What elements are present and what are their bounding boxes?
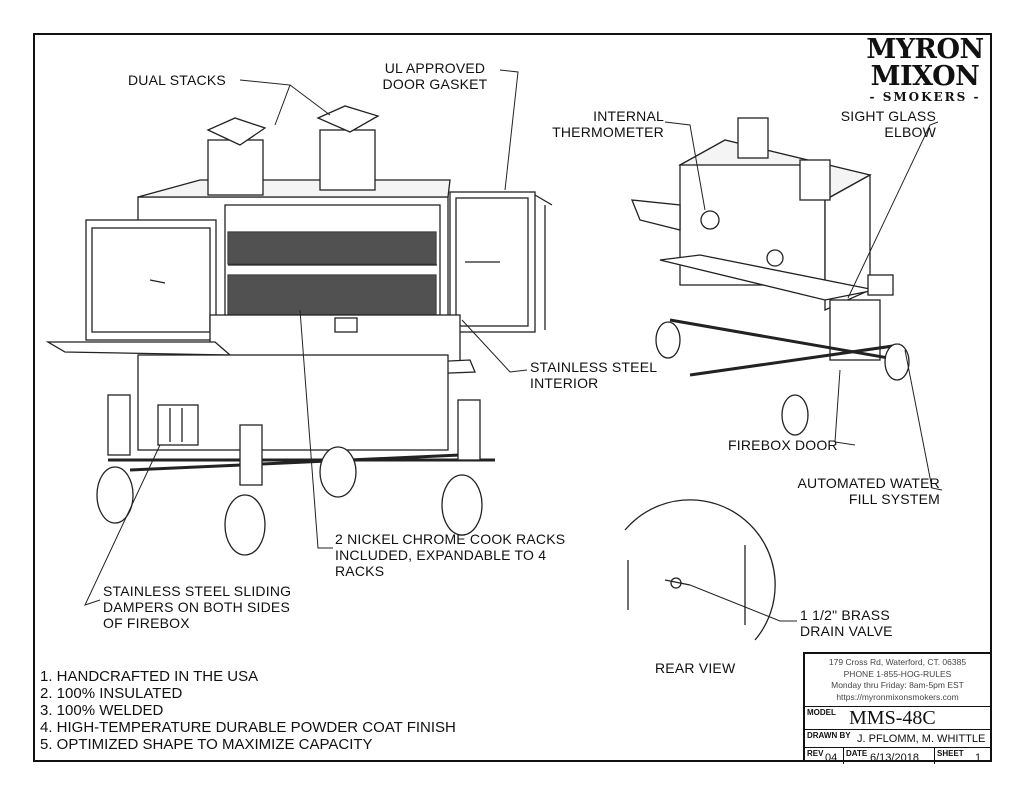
callout-line: RACKS bbox=[335, 563, 385, 579]
website: https://myronmixonsmokers.com bbox=[836, 691, 959, 702]
sheet-value: 1 bbox=[975, 752, 982, 764]
feature-item: 4. HIGH-TEMPERATURE DURABLE POWDER COAT … bbox=[40, 719, 456, 736]
callout-dual-stacks: DUAL STACKS bbox=[128, 72, 226, 88]
feature-list: 1. HANDCRAFTED IN THE USA 2. 100% INSULA… bbox=[40, 668, 456, 753]
myron-mixon-logo: MYRON MIXON - SMOKERS - bbox=[864, 36, 986, 104]
callout-sight-glass: SIGHT GLASS ELBOW bbox=[800, 108, 936, 140]
callout-line: THERMOMETER bbox=[552, 124, 664, 140]
sheet-label: SHEET bbox=[937, 749, 964, 758]
callout-line: STAINLESS STEEL SLIDING bbox=[103, 583, 292, 599]
callout-line: 2 NICKEL CHROME COOK RACKS bbox=[335, 531, 566, 547]
date-value: 6/13/2018 bbox=[870, 752, 919, 764]
company-info: 179 Cross Rd, Waterford, CT. 06385 PHONE… bbox=[805, 654, 990, 707]
rear-view-detail bbox=[624, 499, 776, 641]
callout-cook-racks: 2 NICKEL CHROME COOK RACKS INCLUDED, EXP… bbox=[335, 531, 565, 579]
model-value: MMS-48C bbox=[849, 707, 936, 729]
logo-line3: - SMOKERS - bbox=[869, 90, 981, 104]
callout-drain-valve: 1 1/2" BRASS DRAIN VALVE bbox=[800, 607, 893, 639]
callout-line: DRAIN VALVE bbox=[800, 623, 893, 639]
date-cell: DATE 6/13/2018 bbox=[844, 748, 935, 764]
model-label: MODEL bbox=[807, 708, 836, 717]
callout-line: 1 1/2" BRASS bbox=[800, 607, 890, 623]
callout-line: DAMPERS ON BOTH SIDES bbox=[103, 599, 291, 615]
callout-line: SIGHT GLASS bbox=[840, 108, 936, 124]
date-label: DATE bbox=[846, 749, 868, 758]
callout-interior: STAINLESS STEEL INTERIOR bbox=[530, 359, 657, 391]
callout-line: DOOR GASKET bbox=[382, 76, 488, 92]
callout-line: INCLUDED, EXPANDABLE TO 4 bbox=[335, 547, 547, 563]
callout-door-gasket: UL APPROVED DOOR GASKET bbox=[370, 60, 500, 92]
feature-item: 5. OPTIMIZED SHAPE TO MAXIMIZE CAPACITY bbox=[40, 736, 373, 753]
front-view-smoker bbox=[45, 105, 553, 556]
rev-cell: REV 04 bbox=[805, 748, 844, 764]
callout-line: ELBOW bbox=[884, 124, 936, 140]
callout-dampers: STAINLESS STEEL SLIDING DAMPERS ON BOTH … bbox=[103, 583, 291, 631]
phone: PHONE 1-855-HOG-RULES bbox=[843, 668, 952, 679]
feature-item: 3. 100% WELDED bbox=[40, 702, 164, 719]
callout-line: UL APPROVED bbox=[384, 60, 486, 76]
callout-line: OF FIREBOX bbox=[103, 615, 190, 631]
model-row: MODEL MMS-48C bbox=[805, 707, 990, 730]
rev-value: 04 bbox=[825, 752, 838, 764]
drawn-by-value: J. PFLOMM, M. WHITTLE bbox=[857, 733, 986, 745]
leader-lines bbox=[84, 69, 943, 622]
callout-line: INTERNAL bbox=[593, 108, 664, 124]
sheet-border bbox=[33, 33, 992, 762]
logo-line2: MIXON bbox=[870, 61, 980, 92]
sheet-cell: SHEET 1 bbox=[935, 748, 990, 764]
callout-internal-thermometer: INTERNAL THERMOMETER bbox=[540, 108, 664, 140]
hours: Monday thru Friday: 8am-5pm EST bbox=[831, 680, 964, 690]
feature-item: 1. HANDCRAFTED IN THE USA bbox=[40, 668, 259, 685]
callout-line: AUTOMATED WATER bbox=[797, 475, 940, 491]
rear-view-label: REAR VIEW bbox=[655, 660, 736, 676]
logo-line1: MYRON bbox=[866, 34, 984, 65]
rev-date-sheet-row: REV 04 DATE 6/13/2018 SHEET 1 bbox=[805, 748, 990, 764]
drawn-by-row: DRAWN BY J. PFLOMM, M. WHITTLE bbox=[805, 730, 990, 748]
address: 179 Cross Rd, Waterford, CT. 06385 bbox=[828, 657, 967, 667]
callout-line: STAINLESS STEEL bbox=[530, 359, 658, 375]
callout-line: INTERIOR bbox=[530, 375, 599, 391]
rev-label: REV bbox=[807, 749, 824, 758]
callout-firebox-door: FIREBOX DOOR bbox=[728, 437, 838, 453]
feature-item: 2. 100% INSULATED bbox=[40, 685, 183, 702]
callout-line: FILL SYSTEM bbox=[848, 491, 940, 507]
side-view-smoker bbox=[630, 117, 910, 436]
drawn-by-label: DRAWN BY bbox=[807, 731, 851, 740]
title-block: 179 Cross Rd, Waterford, CT. 06385 PHONE… bbox=[803, 652, 990, 764]
callout-water-fill: AUTOMATED WATER FILL SYSTEM bbox=[760, 475, 940, 507]
